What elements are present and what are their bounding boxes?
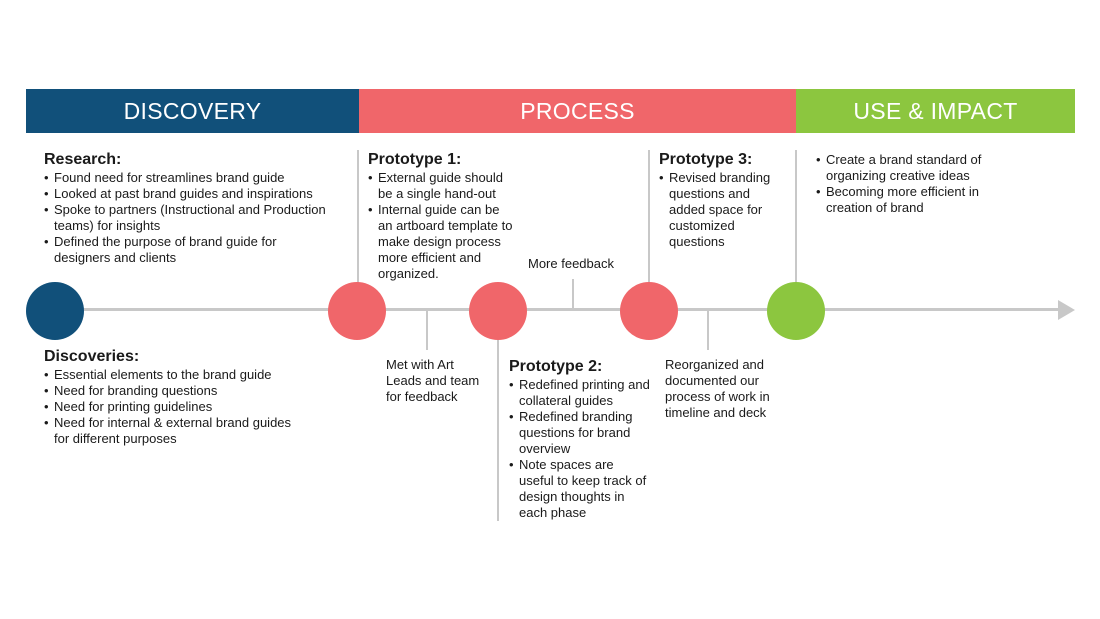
- more-feedback-note: More feedback: [528, 256, 614, 271]
- prototype3-milestone: [620, 282, 678, 340]
- discovery-milestone: [26, 282, 84, 340]
- process-phase-band: PROCESS: [359, 89, 796, 133]
- discoveries-item: Essential elements to the brand guide: [44, 367, 294, 383]
- reorganized-connector: [707, 310, 709, 350]
- timeline-arrow-icon: [1058, 300, 1075, 320]
- impact-connector: [795, 150, 797, 285]
- met-art-leads-note: Met with Art Leads and team for feedback: [386, 357, 480, 404]
- research-block: Research: Found need for streamlines bra…: [44, 151, 334, 266]
- prototype1-item: Internal guide can be an artboard templa…: [368, 202, 513, 282]
- impact-item: Becoming more efficient in creation of b…: [816, 184, 1001, 216]
- impact-phase-label: USE & IMPACT: [853, 97, 1018, 124]
- research-item: Defined the purpose of brand guide for d…: [44, 234, 334, 266]
- prototype3-block: Prototype 3: Revised branding questions …: [659, 151, 787, 250]
- research-item: Found need for streamlines brand guide: [44, 170, 334, 186]
- prototype2-milestone: [469, 282, 527, 340]
- prototype1-block: Prototype 1: External guide should be a …: [368, 151, 513, 282]
- research-item: Looked at past brand guides and inspirat…: [44, 186, 334, 202]
- more-feedback-connector: [572, 279, 574, 309]
- prototype2-item: Redefined branding questions for brand o…: [509, 409, 651, 457]
- impact-milestone: [767, 282, 825, 340]
- discoveries-item: Need for printing guidelines: [44, 399, 294, 415]
- impact-item: Create a brand standard of organizing cr…: [816, 152, 1001, 184]
- prototype2-title: Prototype 2:: [509, 358, 603, 375]
- prototype1-milestone: [328, 282, 386, 340]
- prototype2-block: Prototype 2: Redefined printing and coll…: [509, 358, 651, 521]
- prototype3-connector: [648, 150, 650, 285]
- prototype1-title: Prototype 1:: [368, 151, 462, 168]
- prototype3-title: Prototype 3:: [659, 151, 753, 168]
- prototype3-item: Revised branding questions and added spa…: [659, 170, 787, 250]
- impact-block: Create a brand standard of organizing cr…: [816, 152, 1001, 216]
- prototype2-item: Redefined printing and collateral guides: [509, 377, 651, 409]
- prototype2-item: Note spaces are useful to keep track of …: [509, 457, 651, 521]
- prototype2-connector: [497, 335, 499, 521]
- research-item: Spoke to partners (Instructional and Pro…: [44, 202, 334, 234]
- discoveries-item: Need for internal & external brand guide…: [44, 415, 294, 447]
- discovery-phase-band: DISCOVERY: [26, 89, 359, 133]
- discovery-phase-label: DISCOVERY: [123, 97, 262, 124]
- prototype1-item: External guide should be a single hand-o…: [368, 170, 513, 202]
- process-phase-label: PROCESS: [520, 97, 635, 124]
- discoveries-block: Discoveries: Essential elements to the b…: [44, 348, 294, 447]
- discoveries-item: Need for branding questions: [44, 383, 294, 399]
- met-art-leads-connector: [426, 310, 428, 350]
- discoveries-title: Discoveries:: [44, 348, 140, 365]
- reorganized-note: Reorganized and documented our process o…: [665, 357, 770, 420]
- prototype1-connector: [357, 150, 359, 285]
- timeline-axis: [60, 308, 1060, 311]
- impact-phase-band: USE & IMPACT: [796, 89, 1075, 133]
- research-title: Research:: [44, 151, 122, 168]
